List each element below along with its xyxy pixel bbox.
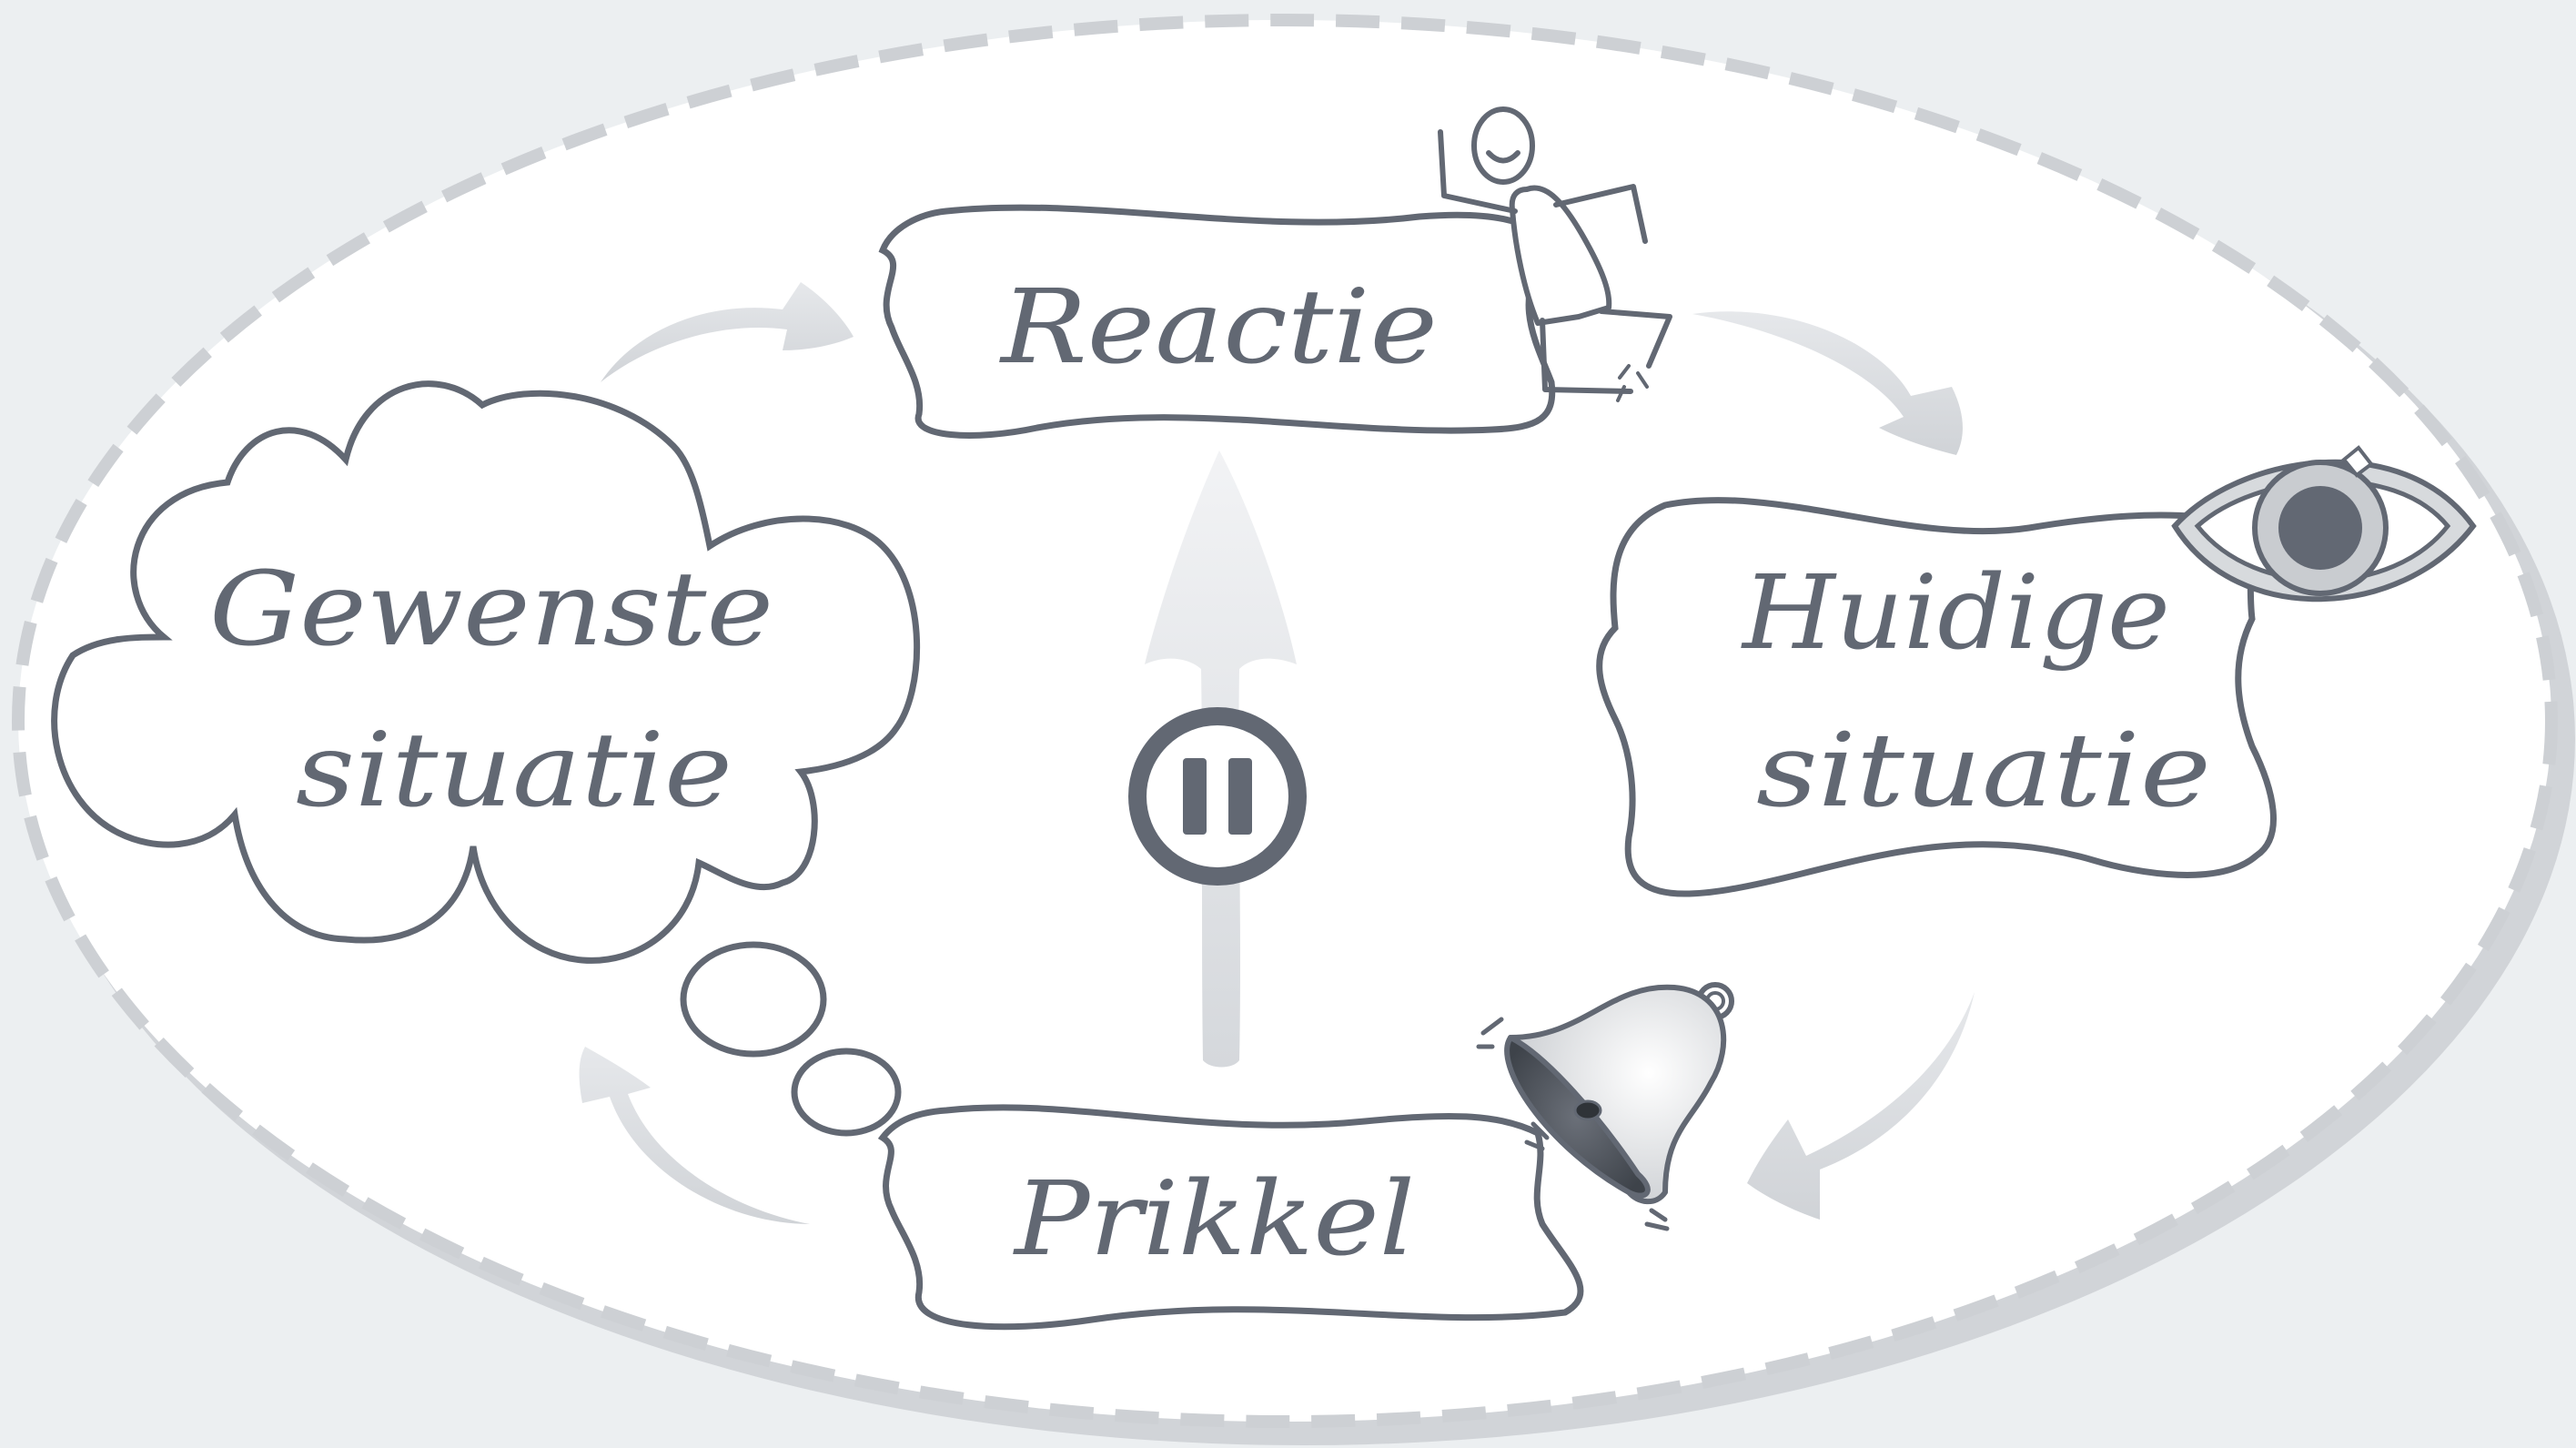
arrow-huidige-to-prikkel	[1747, 992, 1975, 1220]
arrow-gewenste-to-reactie	[601, 282, 854, 382]
cycle-arrows	[579, 282, 1975, 1224]
reactie-label: Reactie	[999, 268, 1438, 387]
reactie-frame	[878, 204, 1556, 439]
running-person-icon	[1438, 106, 1672, 402]
arrow-reactie-to-huidige	[1692, 311, 1963, 455]
node-reactie: Reactie	[878, 106, 1672, 439]
prikkel-frame	[877, 1104, 1584, 1331]
huidige-frame	[1596, 497, 2277, 897]
huidige-label-line2: situatie	[1756, 712, 2211, 830]
bell-icon	[1476, 982, 1734, 1231]
thought-bubble-small	[791, 1048, 902, 1137]
huidige-label-line1: Huidige	[1741, 554, 2170, 673]
gewenste-cloud	[51, 380, 921, 964]
node-huidige-situatie: Huidige situatie	[1596, 445, 2477, 897]
eye-icon	[2171, 445, 2477, 602]
outer-ellipse	[12, 14, 2575, 1445]
pause-icon	[1128, 707, 1307, 886]
node-prikkel: Prikkel	[877, 982, 1734, 1331]
prikkel-label: Prikkel	[1013, 1160, 1415, 1279]
thought-bubble-large	[680, 941, 827, 1058]
node-gewenste-situatie: Gewenste situatie	[51, 380, 921, 1137]
gewenste-label-line1: Gewenste	[209, 551, 773, 669]
gewenste-label-line2: situatie	[296, 712, 732, 830]
arrow-prikkel-to-gewenste	[579, 1047, 810, 1224]
